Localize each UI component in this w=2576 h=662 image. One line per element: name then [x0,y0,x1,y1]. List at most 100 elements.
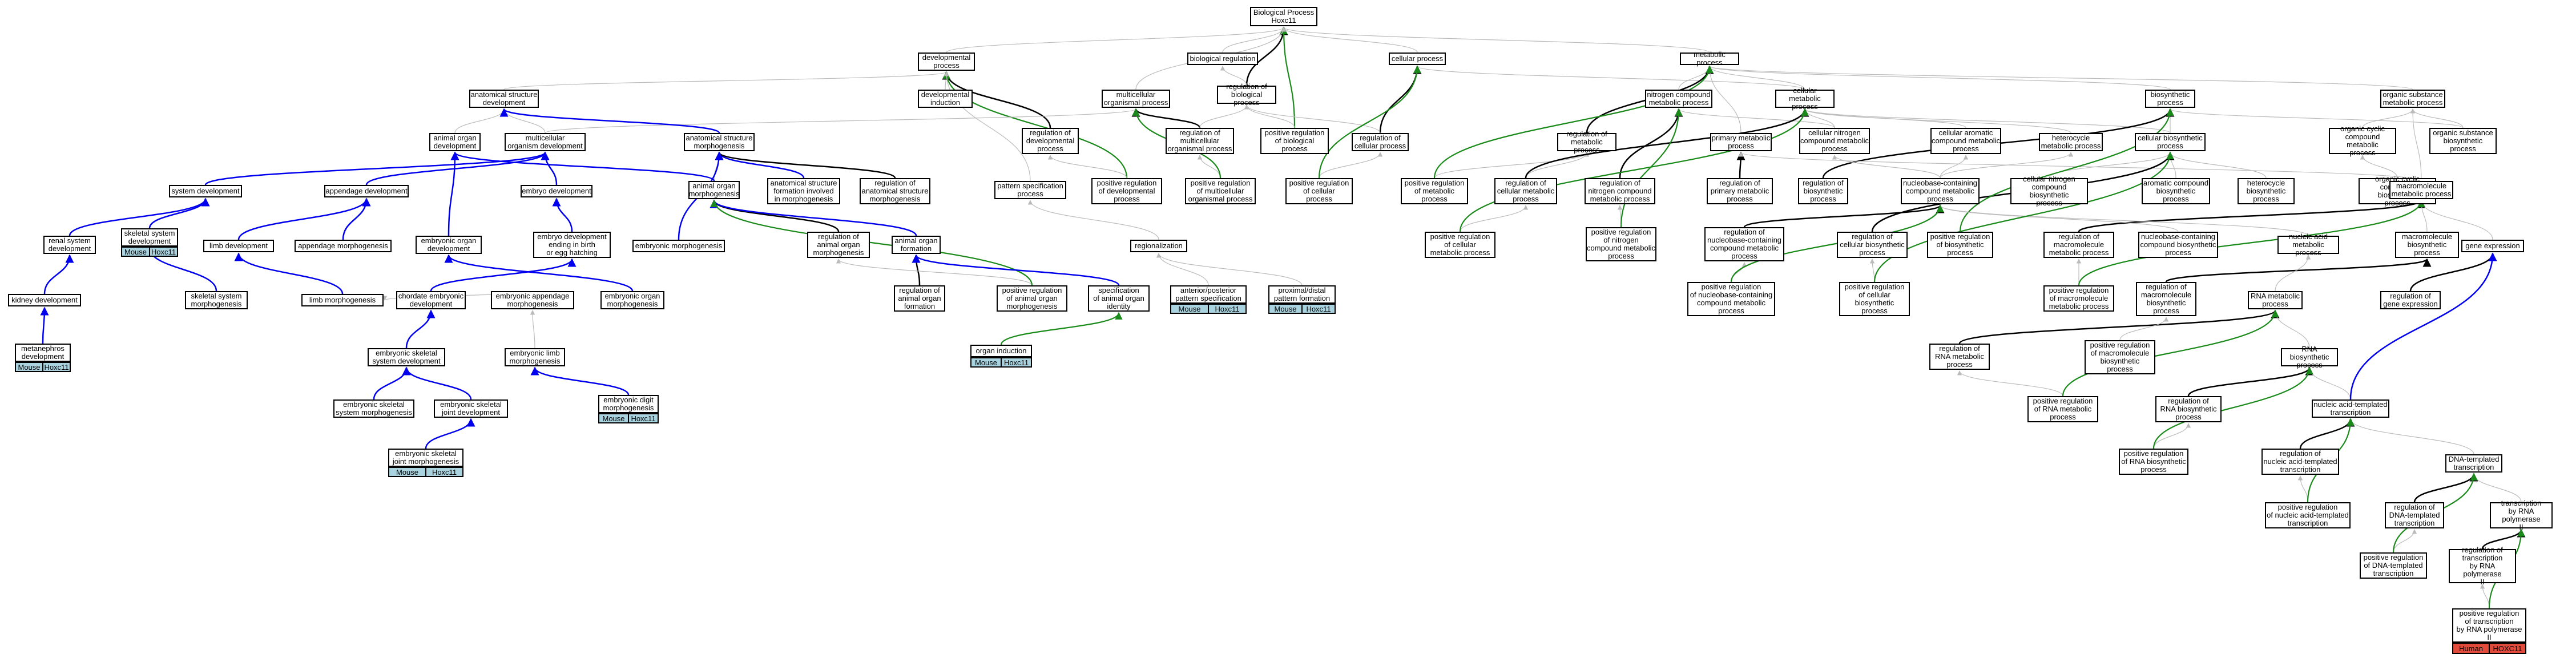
go-node-positive-regulation-of-transcription-by-rna-polymerase-ii[interactable]: positive regulation of transcription by … [2452,608,2526,643]
go-node-limb-morphogenesis[interactable]: limb morphogenesis [301,294,384,306]
go-node-positive-regulation-of-macromolecule-biosynthetic-process[interactable]: positive regulation of macromolecule bio… [2085,340,2155,374]
go-node-biological-regulation[interactable]: biological regulation [1187,53,1258,65]
go-node-regulation-of-cellular-metabolic-process[interactable]: regulation of cellular metabolic process [1494,178,1557,204]
go-node-positive-regulation-of-developmental-process[interactable]: positive regulation of developmental pro… [1091,178,1162,204]
go-node-embryonic-appendage-morphogenesis[interactable]: embryonic appendage morphogenesis [491,291,574,309]
go-node-anatomical-structure-development[interactable]: anatomical structure development [469,90,539,108]
go-node-embryonic-digit-morphogenesis[interactable]: embryonic digit morphogenesis [598,395,659,413]
go-node-embryo-development[interactable]: embryo development [521,185,592,197]
go-node-embryonic-organ-morphogenesis[interactable]: embryonic organ morphogenesis [600,291,664,309]
go-node-appendage-morphogenesis[interactable]: appendage morphogenesis [295,240,392,252]
go-node-positive-regulation-of-nitrogen-compound-metabolic-process[interactable]: positive regulation of nitrogen compound… [1586,227,1656,261]
go-node-transcription-by-rna-polymerase-ii[interactable]: transcription by RNA polymerase II [2490,499,2553,531]
go-node-regulation-of-developmental-process[interactable]: regulation of developmental process [1022,128,1079,154]
go-node-developmental-induction[interactable]: developmental induction [918,90,973,108]
go-node-positive-regulation-of-metabolic-process[interactable]: positive regulation of metabolic process [1401,178,1468,204]
annotation-anterior-posterior-pattern-specification[interactable]: Mouse Hoxc11 [1170,304,1247,314]
go-node-regulation-of-rna-biosynthetic-process[interactable]: regulation of RNA biosynthetic process [2155,396,2222,422]
go-node-appendage-development[interactable]: appendage development [324,185,409,197]
go-node-organic-cyclic-compound-metabolic-process[interactable]: organic cyclic compound metabolic proces… [2329,125,2396,157]
go-node-regulation-of-metabolic-process[interactable]: regulation of metabolic process [1557,130,1616,154]
go-node-heterocycle-metabolic-process[interactable]: heterocycle metabolic process [2039,133,2103,151]
go-node-heterocycle-biosynthetic-process[interactable]: heterocycle biosynthetic process [2238,178,2295,204]
go-node-organic-substance-metabolic-process[interactable]: organic substance metabolic process [2380,90,2445,108]
go-node-regulation-of-biosynthetic-process[interactable]: regulation of biosynthetic process [1798,178,1848,204]
go-node-animal-organ-development[interactable]: animal organ development [429,133,481,151]
go-node-cellular-nitrogen-compound-metabolic-process[interactable]: cellular nitrogen compound metabolic pro… [1799,128,1870,154]
go-node-kidney-development[interactable]: kidney development [8,294,81,306]
go-node-metabolic-process[interactable]: metabolic process [1680,51,1739,67]
go-node-embryonic-morphogenesis[interactable]: embryonic morphogenesis [632,240,725,252]
go-node-regulation-of-gene-expression[interactable]: regulation of gene expression [2380,291,2441,309]
go-node-proximal-distal-pattern-formation[interactable]: proximal/distal pattern formation [1268,285,1336,304]
go-node-cellular-biosynthetic-process[interactable]: cellular biosynthetic process [2135,133,2206,151]
go-node-regulation-of-cellular-biosynthetic-process[interactable]: regulation of cellular biosynthetic proc… [1837,232,1908,258]
go-node-embryo-development-ending-in-birth[interactable]: embryo development ending in birth or eg… [533,232,611,258]
go-node-positive-regulation-of-nucleobase-containing-compound-metabolic-process[interactable]: positive regulation of nucleobase-contai… [1687,282,1775,316]
go-node-embryonic-skeletal-system-development[interactable]: embryonic skeletal system development [368,348,445,366]
go-node-regulation-of-animal-organ-morphogenesis[interactable]: regulation of animal organ morphogenesis [807,232,870,258]
go-node-positive-regulation-of-rna-biosynthetic-process[interactable]: positive regulation of RNA biosynthetic … [2119,449,2188,475]
go-node-regulation-of-nitrogen-compound-metabolic-process[interactable]: regulation of nitrogen compound metaboli… [1585,178,1655,204]
go-node-gene-expression[interactable]: gene expression [2461,240,2524,252]
go-node-nitrogen-compound-metabolic-process[interactable]: nitrogen compound metabolic process [1645,90,1712,108]
go-node-cellular-process[interactable]: cellular process [1389,53,1446,65]
go-node-developmental-process[interactable]: developmental process [918,53,975,71]
go-node-animal-organ-formation[interactable]: animal organ formation [892,236,941,254]
go-node-positive-regulation-of-biosynthetic-process[interactable]: positive regulation of biosynthetic proc… [1927,232,1993,258]
go-node-specification-of-animal-organ-identity[interactable]: specification of animal organ identity [1088,285,1150,312]
go-node-system-development[interactable]: system development [169,185,242,197]
go-node-anterior-posterior-pattern-specification[interactable]: anterior/posterior pattern specification [1170,285,1247,304]
go-node-cellular-aromatic-compound-metabolic-process[interactable]: cellular aromatic compound metabolic pro… [1930,128,2001,154]
go-node-regulation-of-macromolecule-metabolic-process[interactable]: regulation of macromolecule metabolic pr… [2043,232,2114,258]
go-node-regulation-of-primary-metabolic-process[interactable]: regulation of primary metabolic process [1707,178,1773,204]
annotation-organ-induction[interactable]: Mouse Hoxc11 [970,357,1032,368]
go-node-regionalization[interactable]: regionalization [1130,240,1187,252]
go-node-regulation-of-nucleobase-containing-compound-metabolic-process[interactable]: regulation of nucleobase-containing comp… [1704,227,1784,261]
go-node-aromatic-compound-biosynthetic-process[interactable]: aromatic compound biosynthetic process [2142,178,2210,204]
go-node-organ-induction[interactable]: organ induction [970,345,1032,357]
go-node-regulation-of-transcription-by-rna-polymerase-ii[interactable]: regulation of transcription by RNA polym… [2449,546,2516,586]
annotation-embryonic-digit-morphogenesis[interactable]: Mouse Hoxc11 [598,413,659,423]
go-node-regulation-of-macromolecule-biosynthetic-process[interactable]: regulation of macromolecule biosynthetic… [2136,282,2196,316]
go-node-multicellular-organismal-process[interactable]: multicellular organismal process [1102,90,1170,108]
go-node-positive-regulation-of-multicellular-organismal-process[interactable]: positive regulation of multicellular org… [1185,178,1256,204]
go-node-dna-templated-transcription[interactable]: DNA-templated transcription [2445,454,2502,473]
go-node-primary-metabolic-process[interactable]: primary metabolic process [1710,133,1772,151]
go-node-anatomical-structure-morphogenesis[interactable]: anatomical structure morphogenesis [684,133,755,151]
go-node-nucleic-acid-metabolic-process[interactable]: nucleic acid metabolic process [2277,233,2339,257]
go-node-positive-regulation-of-cellular-process[interactable]: positive regulation of cellular process [1285,178,1353,204]
go-node-regulation-of-nucleic-acid-templated-transcription[interactable]: regulation of nucleic acid-templated tra… [2261,449,2339,475]
go-node-renal-system-development[interactable]: renal system development [43,236,96,254]
go-node-pattern-specification-process[interactable]: pattern specification process [994,181,1066,199]
go-node-nucleic-acid-templated-transcription[interactable]: nucleic acid-templated transcription [2312,399,2389,418]
go-node-rna-biosynthetic-process[interactable]: RNA biosynthetic process [2281,345,2338,369]
go-node-organic-substance-biosynthetic-process[interactable]: organic substance biosynthetic process [2429,128,2497,154]
go-node-embryonic-skeletal-joint-development[interactable]: embryonic skeletal joint development [434,399,508,418]
go-node-embryonic-skeletal-system-morphogenesis[interactable]: embryonic skeletal system morphogenesis [333,399,414,418]
go-node-regulation-of-anatomical-structure-morphogenesis[interactable]: regulation of anatomical structure morph… [860,178,930,204]
go-node-macromolecule-metabolic-process[interactable]: macromolecule metabolic process [2389,181,2453,199]
go-node-skeletal-system-morphogenesis[interactable]: skeletal system morphogenesis [185,291,248,309]
go-node-biosynthetic-process[interactable]: biosynthetic process [2145,90,2195,108]
go-node-macromolecule-biosynthetic-process[interactable]: macromolecule biosynthetic process [2395,232,2459,258]
go-node-rna-metabolic-process[interactable]: RNA metabolic process [2248,291,2303,309]
annotation-positive-regulation-of-transcription-by-rna-polymerase-ii[interactable]: Human HOXC11 [2452,643,2526,654]
go-node-regulation-of-rna-metabolic-process[interactable]: regulation of RNA metabolic process [1929,344,1990,370]
go-node-embryonic-limb-morphogenesis[interactable]: embryonic limb morphogenesis [505,348,565,366]
go-node-nucleobase-containing-compound-biosynthetic-process[interactable]: nucleobase-containing compound biosynthe… [2138,232,2218,258]
go-node-chordate-embryonic-development[interactable]: chordate embryonic development [396,291,466,309]
go-node-positive-regulation-of-biological-process[interactable]: positive regulation of biological proces… [1260,128,1329,154]
go-node-positive-regulation-of-rna-metabolic-process[interactable]: positive regulation of RNA metabolic pro… [2027,396,2098,422]
annotation-metanephros-development[interactable]: Mouse Hoxc11 [15,362,71,372]
go-node-embryonic-organ-development[interactable]: embryonic organ development [416,236,482,254]
go-node-multicellular-organism-development[interactable]: multicellular organism development [505,133,586,151]
go-node-skeletal-system-development[interactable]: skeletal system development [121,228,178,247]
go-node-anatomical-structure-formation-involved-in-morphogenesis[interactable]: anatomical structure formation involved … [767,178,840,204]
go-node-positive-regulation-of-nucleic-acid-templated-transcription[interactable]: positive regulation of nucleic acid-temp… [2265,502,2351,528]
go-node-cellular-nitrogen-compound-biosynthetic-process[interactable]: cellular nitrogen compound biosynthetic … [2010,175,2088,207]
go-node-limb-development[interactable]: limb development [203,240,274,252]
go-node-positive-regulation-of-cellular-biosynthetic-process[interactable]: positive regulation of cellular biosynth… [1839,282,1910,316]
go-node-cellular-metabolic-process[interactable]: cellular metabolic process [1775,87,1835,111]
go-node-animal-organ-morphogenesis[interactable]: animal organ morphogenesis [688,181,740,199]
